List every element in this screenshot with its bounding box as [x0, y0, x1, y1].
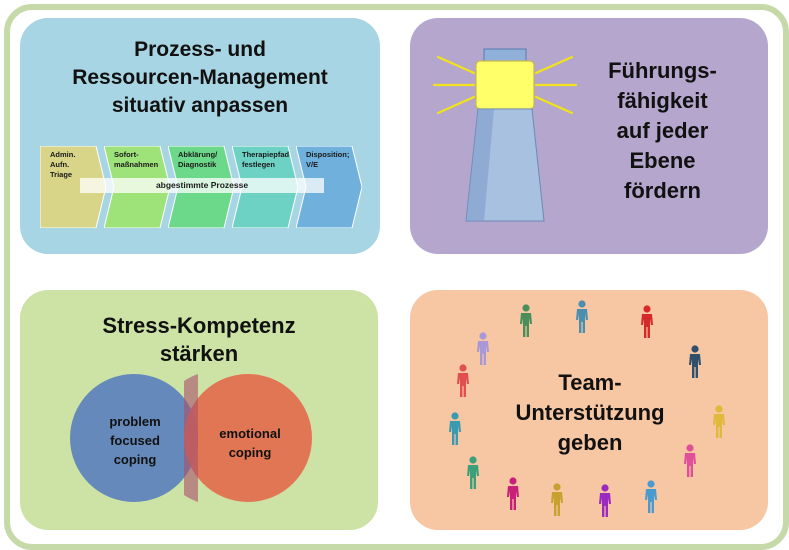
panel-team [410, 290, 768, 530]
person-icon [550, 483, 564, 517]
person-icon [688, 345, 702, 379]
stress-title: Stress-Kompetenz stärken [102, 313, 296, 366]
person-icon [466, 456, 480, 490]
venn-label-problem: problem focused coping [109, 414, 161, 467]
process-step-1: Admin. Aufn. Triage [40, 146, 106, 228]
venn-circle-emotional [184, 374, 312, 502]
person-icon [456, 364, 470, 398]
person-icon [575, 300, 589, 334]
team-title: Team- Unterstützung geben [515, 370, 665, 455]
lighthouse-icon [432, 48, 578, 222]
person-icon [476, 332, 490, 366]
venn-overlap [184, 374, 198, 502]
person-icon [506, 477, 520, 511]
person-icon [640, 305, 654, 339]
leadership-title: Führungs- fähigkeit auf jeder Ebene förd… [608, 58, 717, 203]
person-icon [598, 484, 612, 518]
person-icon [712, 405, 726, 439]
person-icon [519, 304, 533, 338]
venn-circle-problem [70, 374, 198, 502]
venn-label-emotional: emotional coping [219, 426, 281, 460]
person-icon [683, 444, 697, 478]
process-title: Prozess- und Ressourcen-Management situa… [72, 38, 328, 117]
process-band: abgestimmte Prozesse [80, 178, 324, 193]
person-icon [644, 480, 658, 514]
person-icon [448, 412, 462, 446]
